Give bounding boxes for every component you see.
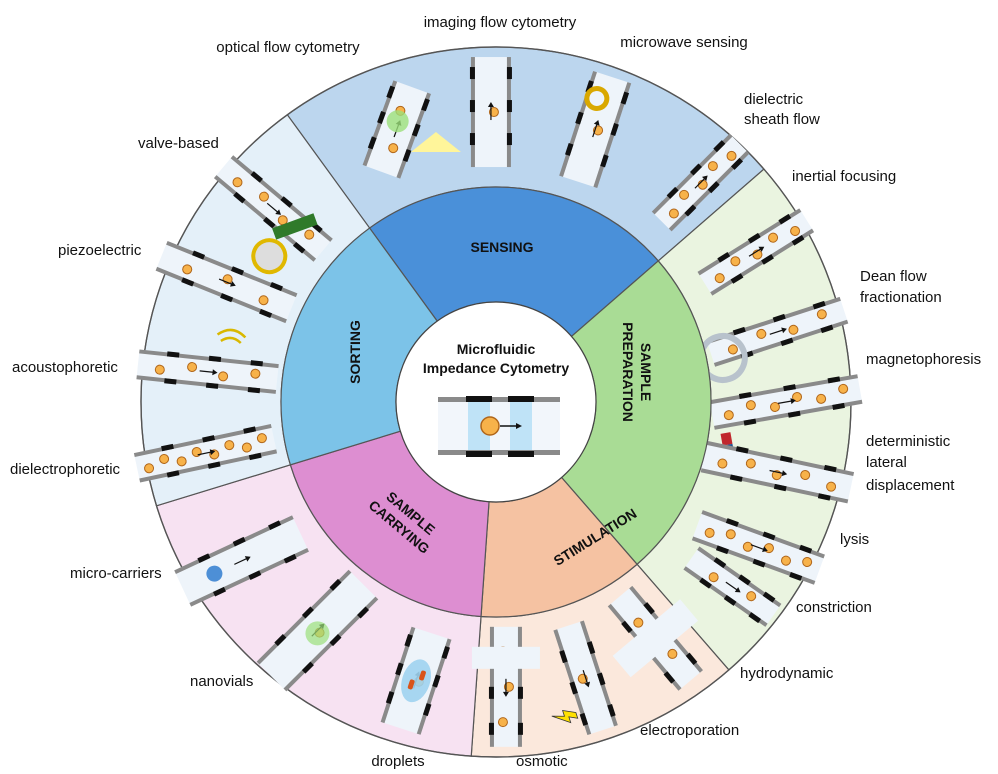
thumb-magnetophoresis (709, 374, 863, 456)
label-droplets: droplets (371, 753, 424, 769)
label-microwave-sensing: microwave sensing (620, 34, 748, 51)
label-magnetophoresis: magnetophoresis (866, 351, 981, 368)
thumb-optical-flow-cytometry (362, 80, 431, 179)
label-dean-flow: Dean flow (860, 268, 927, 285)
thumb-deterministic-lateral-displacement (700, 440, 855, 504)
label-deterministic: deterministic (866, 433, 951, 450)
label-lysis: lysis (840, 531, 869, 548)
thumb-lysis (691, 510, 825, 585)
thumb-dielectrophoretic (133, 424, 278, 483)
label-micro-carriers: micro-carriers (70, 565, 162, 582)
label-displacement: displacement (866, 477, 955, 494)
label-osmotic: osmotic (516, 753, 568, 769)
thumb-acoustophoretic (136, 328, 279, 394)
label-nanovials: nanovials (190, 673, 253, 690)
center-channel-illustration (438, 396, 560, 457)
label-piezoelectric: piezoelectric (58, 242, 142, 259)
thumb-imaging-flow-cytometry (410, 57, 512, 168)
thumb-electroporation (551, 620, 618, 736)
segment-label-sample-preparation-1: SAMPLE (638, 343, 654, 401)
label-acoustophoretic: acoustophoretic (12, 359, 118, 376)
thumb-piezoelectric (155, 238, 298, 324)
inner-ring (280, 186, 712, 618)
thumb-dean-flow-fractionation (697, 296, 849, 383)
thumb-dielectric-sheath-flow (651, 133, 750, 232)
thumb-micro-carriers (174, 515, 309, 607)
label-optical-flow-cytometry: optical flow cytometry (216, 39, 360, 56)
label-lateral: lateral (866, 454, 907, 471)
thumb-inertial-focusing (697, 208, 815, 296)
label-constriction: constriction (796, 599, 872, 616)
method-illustrations (133, 57, 863, 747)
label-valve-based: valve-based (138, 135, 219, 152)
label-sheath-flow: sheath flow (744, 111, 820, 128)
thumb-constriction (683, 546, 782, 627)
center-title-line1: Microfluidic (457, 341, 536, 357)
thumb-osmotic (471, 626, 540, 747)
label-imaging-flow-cytometry: imaging flow cytometry (424, 14, 577, 31)
label-hydrodynamic: hydrodynamic (740, 665, 834, 682)
segment-label-sorting: SORTING (347, 320, 363, 384)
label-dielectric: dielectric (744, 91, 804, 108)
thumb-valve-based (213, 155, 333, 262)
center-title-line2: Impedance Cytometry (423, 360, 569, 376)
thumb-microwave-sensing (559, 71, 632, 188)
label-inertial-focusing: inertial focusing (792, 168, 896, 185)
label-fractionation: fractionation (860, 289, 942, 306)
label-electroporation: electroporation (640, 722, 739, 739)
label-dielectrophoretic: dielectrophoretic (10, 461, 121, 478)
thumb-droplets (380, 626, 452, 735)
center-cell (480, 416, 500, 436)
segment-label-sensing: SENSING (470, 239, 533, 255)
thumb-hydrodynamic (607, 585, 703, 691)
thumb-nanovials (256, 569, 379, 692)
segment-label-sample-preparation-2: PREPARATION (620, 322, 636, 422)
